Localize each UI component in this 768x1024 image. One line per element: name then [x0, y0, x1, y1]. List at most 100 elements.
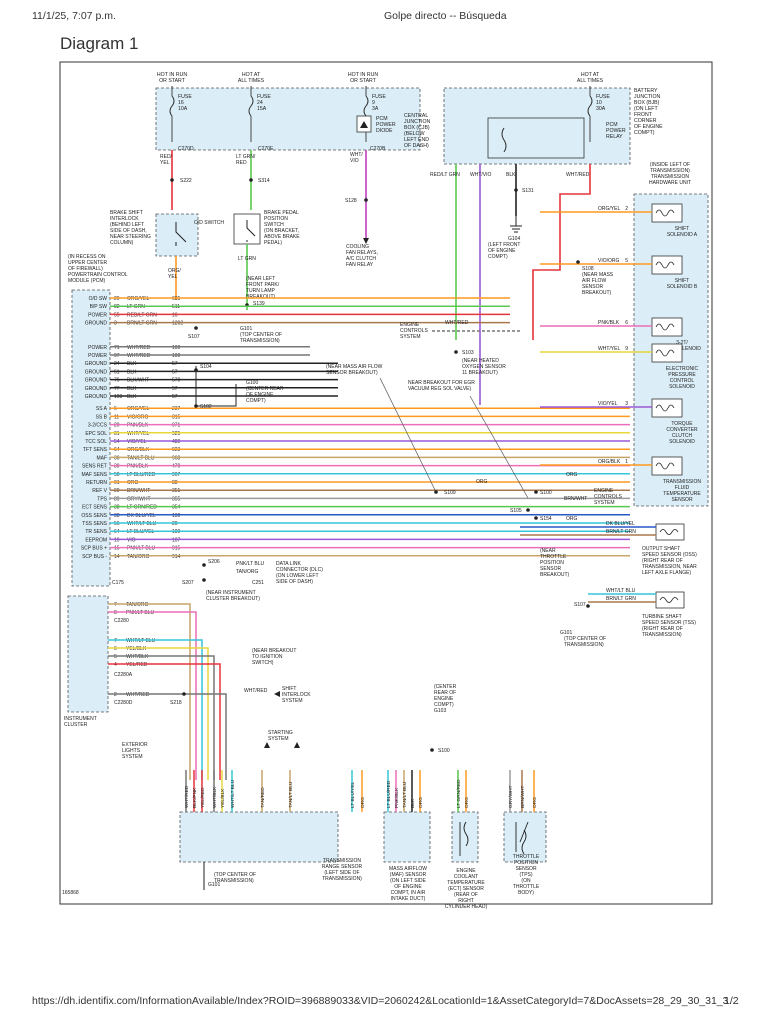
pcm-pin-circuit: 923	[172, 447, 181, 453]
splice-label: S314	[258, 178, 270, 184]
connector-label: C270E	[258, 146, 274, 152]
wire-label: BRN/LT GRN	[606, 529, 636, 535]
pcm-pin-circuit: 57	[172, 369, 178, 375]
oss-label: TRANSMISSION, NEAR	[642, 564, 697, 570]
brake-shift-interlock-label: (BEHIND LEFT	[110, 222, 144, 228]
pcm-pin-wire: GRY/WHT	[127, 496, 151, 502]
pcm-diode-label: DIODE	[376, 128, 393, 134]
pcm-pin-name: TPS	[97, 496, 107, 502]
cluster-label: INSTRUMENT	[64, 716, 97, 722]
note-maf-breakout-2: (NEAR MASS	[582, 272, 614, 278]
bottom-wire-label: ORG	[360, 797, 366, 808]
exterior-lights-system: EXTERIOR	[122, 742, 148, 748]
pcm-pin-wire: VIO	[127, 537, 136, 543]
ground-label: G103	[434, 708, 446, 714]
note-cooling-fan: A/C CLUTCH	[346, 256, 376, 262]
pcm-pin-circuit: 57	[172, 386, 178, 392]
trs-label: TRANSMISSION	[323, 858, 361, 864]
battery-junction-box	[443, 87, 631, 165]
solenoid-icon	[651, 203, 683, 223]
pcm-pin-number: 11	[114, 414, 119, 420]
bottom-wire-label: BRN/WHT	[520, 786, 526, 808]
cluster-label: CLUSTER	[64, 722, 88, 728]
pcm-pin-wire: PNK/BLK	[127, 464, 149, 470]
trans-unit-label: HARDWARE UNIT	[649, 180, 691, 186]
pcm-pin-name: OSS SENS	[81, 513, 107, 519]
solenoid-icon	[651, 317, 683, 337]
splice-s154	[534, 516, 538, 520]
splice-label: S103	[462, 350, 474, 356]
pcm-pin-number: 15	[114, 546, 120, 552]
tps-sensor	[503, 811, 547, 863]
wire-label: WHT/RED	[445, 320, 469, 326]
pcm-pin-circuit: 570	[172, 378, 181, 384]
trans-wire-label: PNK/BLK	[598, 320, 620, 326]
cjb-label: BOX (CJB)	[404, 125, 430, 131]
pcm-relay-label: POWER	[606, 128, 626, 134]
maf-label: MASS AIRFLOW	[389, 866, 427, 872]
pcm-pin-wire: ORG/BLK	[127, 447, 150, 453]
bottom-wire-label: BLK	[410, 798, 416, 808]
fuse-number: 16	[178, 100, 184, 106]
cluster-pin: 6	[114, 646, 117, 652]
note-egr: VACUUM REG SOL VALVE)	[408, 386, 471, 392]
pcm-pin-name: GROUND	[85, 361, 108, 367]
cluster-wire	[108, 693, 227, 780]
starting-system: SYSTEM	[268, 736, 289, 742]
bottom-wire-label: LT GRN/RED	[456, 779, 462, 808]
splice-s105	[526, 508, 530, 512]
bjb-label: FRONT	[634, 112, 653, 118]
trans-pin: 6	[625, 320, 628, 326]
pcm-pin-name: TR SENS	[85, 529, 107, 535]
trans-part-label: CLUTCH	[672, 433, 693, 439]
cluster-wire-label: TAN/ORG	[126, 602, 149, 608]
pcm-pin-number: 36	[114, 455, 120, 461]
pcm-pin-wire: PNK/LT BLU	[127, 546, 156, 552]
pcm-pin-name: SS A	[96, 406, 108, 412]
ground-desc: OF ENGINE	[246, 392, 274, 398]
wire-label: DK BLU/YEL	[606, 521, 635, 527]
central-junction-box	[155, 87, 421, 151]
bottom-wire-label: WHT/LT BLU	[230, 779, 236, 808]
bottom-wire-label: TAN/LT BLU	[288, 781, 294, 808]
trans-part-label: SOLENOID A	[667, 232, 698, 238]
pcm-pin-circuit: 914	[172, 554, 181, 560]
ground-label: G101	[208, 882, 220, 888]
bottom-wire-label: ORG	[464, 797, 470, 808]
pcm-pin-name: TCC SOL	[85, 439, 107, 445]
splice-s206	[202, 563, 206, 567]
pcm-pin-circuit: 971	[172, 423, 181, 429]
pcm-pin-circuit: 237	[172, 406, 181, 412]
solenoid-icon	[651, 398, 683, 418]
cluster-wire	[108, 603, 191, 780]
splice-s218	[182, 692, 186, 696]
coil-icon	[655, 462, 675, 470]
pcm-label: (IN RECESS ON	[68, 254, 106, 260]
bpp-switch-symbol	[246, 220, 256, 242]
bpp-switch-label: SWITCH	[264, 222, 284, 228]
center-rear-label: REAR OF	[434, 690, 456, 696]
wire-label: YEL	[168, 274, 178, 280]
pcm-pin-number: 81	[114, 431, 120, 437]
pcm-pin-wire: ORG/YEL	[127, 406, 149, 412]
note-cluster-breakout: (NEAR INSTRUMENT	[206, 590, 256, 596]
pcm-module	[71, 289, 111, 587]
wire-label: BLK	[506, 172, 516, 178]
pcm-pin-wire: BLK	[127, 386, 137, 392]
note-tps-breakout: BREAKOUT)	[540, 572, 570, 578]
trans-pin: 9	[625, 346, 628, 352]
ground-wire	[195, 366, 237, 407]
pcm-pin-name: TSS SENS	[82, 521, 107, 527]
fuse-amp: 30A	[596, 106, 606, 112]
pcm-pin-circuit: 315	[172, 414, 181, 420]
cluster-wire-label: PNK/LT BLU	[126, 610, 155, 616]
splice-s100	[534, 490, 538, 494]
pcm-pin-wire: ORG	[127, 480, 139, 486]
fuse-amp: 15A	[257, 106, 267, 112]
wire-label: ORG	[566, 516, 578, 522]
bpp-switch-label: POSITION	[264, 216, 288, 222]
brake-shift-interlock-label: COLUMN)	[110, 240, 134, 246]
note-oxygen-sensor: 11 BREAKOUT)	[462, 370, 498, 376]
ground-label: G101	[240, 326, 252, 332]
footer-url[interactable]: https://dh.identifix.com/InformationAvai…	[32, 995, 739, 1007]
